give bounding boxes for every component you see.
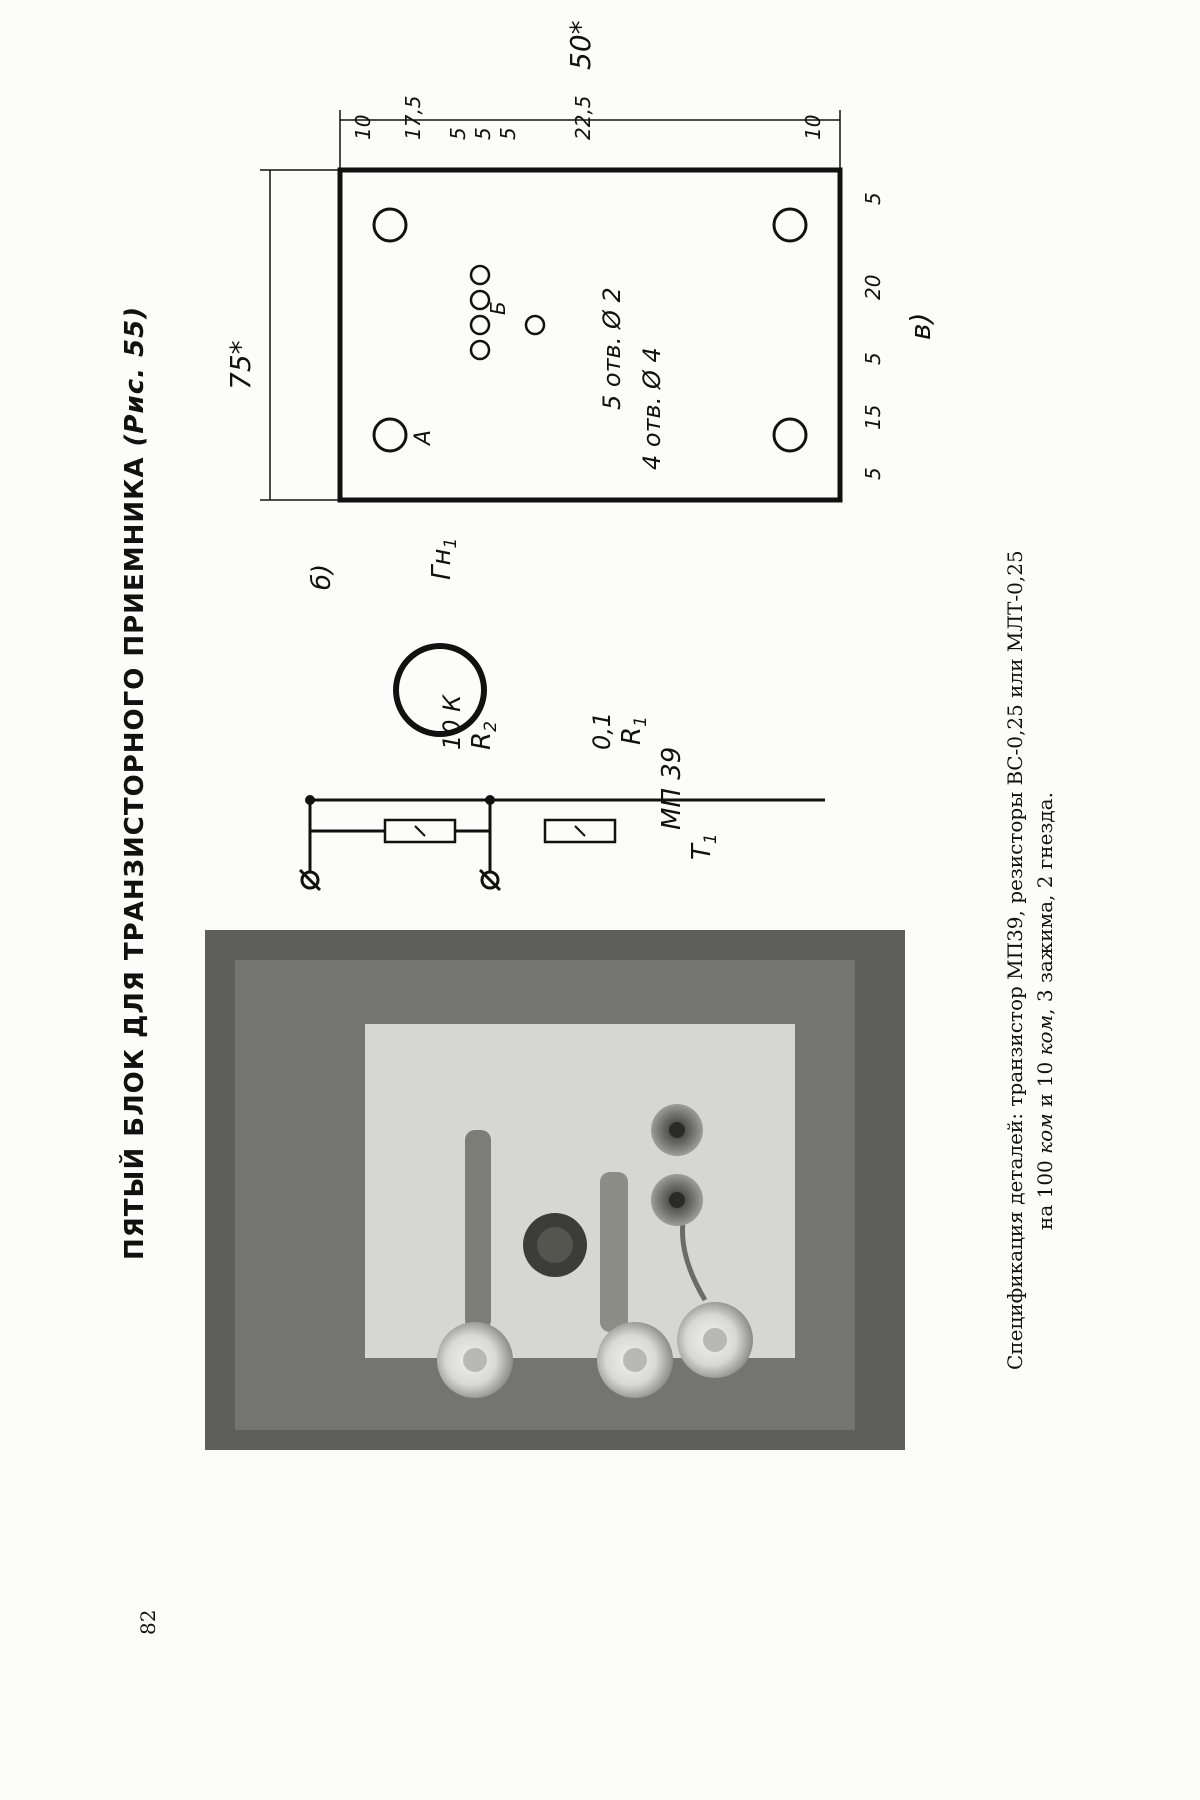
svg-text:10: 10 [351, 115, 375, 140]
board-drawing: 75* 50* 4 отв. Ø 4 5 отв. Ø 2 A Б 10 17,… [224, 20, 937, 503]
svg-text:20: 20 [861, 275, 885, 300]
figure-reference: (Рис. 55) [120, 305, 150, 447]
board-outline [337, 167, 843, 503]
height-dimension: 50* [564, 20, 597, 70]
svg-text:5: 5 [861, 192, 885, 205]
schematic-label: б) [307, 564, 337, 590]
svg-text:17,5: 17,5 [401, 95, 425, 140]
svg-text:22,5: 22,5 [571, 95, 595, 140]
caption-line-1: Спецификация деталей: транзистор МП39, р… [1003, 550, 1027, 1370]
block-photo: а) [205, 930, 905, 1450]
r2-designator: R2 [467, 721, 501, 750]
r1-value: 0,1 [588, 712, 616, 750]
transistor-type: МП 39 [657, 747, 687, 830]
top-dimensions: 10 17,5 5 5 5 22,5 10 [351, 95, 825, 140]
holes-b-note: 5 отв. Ø 2 [598, 287, 626, 410]
hole-label-b: Б [486, 301, 510, 315]
page-title: ПЯТЫЙ БЛОК ДЛЯ ТРАНЗИСТОРНОГО ПРИЕМНИКА … [120, 306, 150, 1260]
holes-a-note: 4 отв. Ø 4 [638, 347, 666, 470]
r1-designator: R1 [617, 716, 651, 745]
svg-text:5: 5 [861, 467, 885, 480]
width-dimension: 75* [224, 340, 257, 390]
svg-text:5: 5 [496, 127, 520, 140]
svg-text:15: 15 [861, 405, 885, 430]
svg-text:5: 5 [471, 127, 495, 140]
schematic-diagram: R1 0,1 R2 10 К T1 МП 39 Гн1 б) [298, 538, 825, 892]
transistor-designator: T1 [687, 833, 721, 860]
jack-designator: Гн1 [427, 538, 461, 580]
figure-caption: Спецификация деталей: транзистор МП39, р… [1000, 550, 1060, 1370]
r2-value: 10 К [438, 694, 466, 750]
caption-line-2: на 100 ком и 10 ком, 3 зажима, 2 гнезда. [1033, 792, 1057, 1230]
drawing-label: в) [904, 313, 937, 340]
side-dimensions: 5 15 5 20 5 [861, 192, 885, 480]
hole-label-a: A [411, 430, 436, 447]
page-number: 82 [136, 1609, 160, 1635]
svg-text:5: 5 [446, 127, 470, 140]
title-text: ПЯТЫЙ БЛОК ДЛЯ ТРАНЗИСТОРНОГО ПРИЕМНИКА [120, 456, 150, 1260]
svg-text:5: 5 [861, 352, 885, 365]
svg-text:10: 10 [801, 115, 825, 140]
